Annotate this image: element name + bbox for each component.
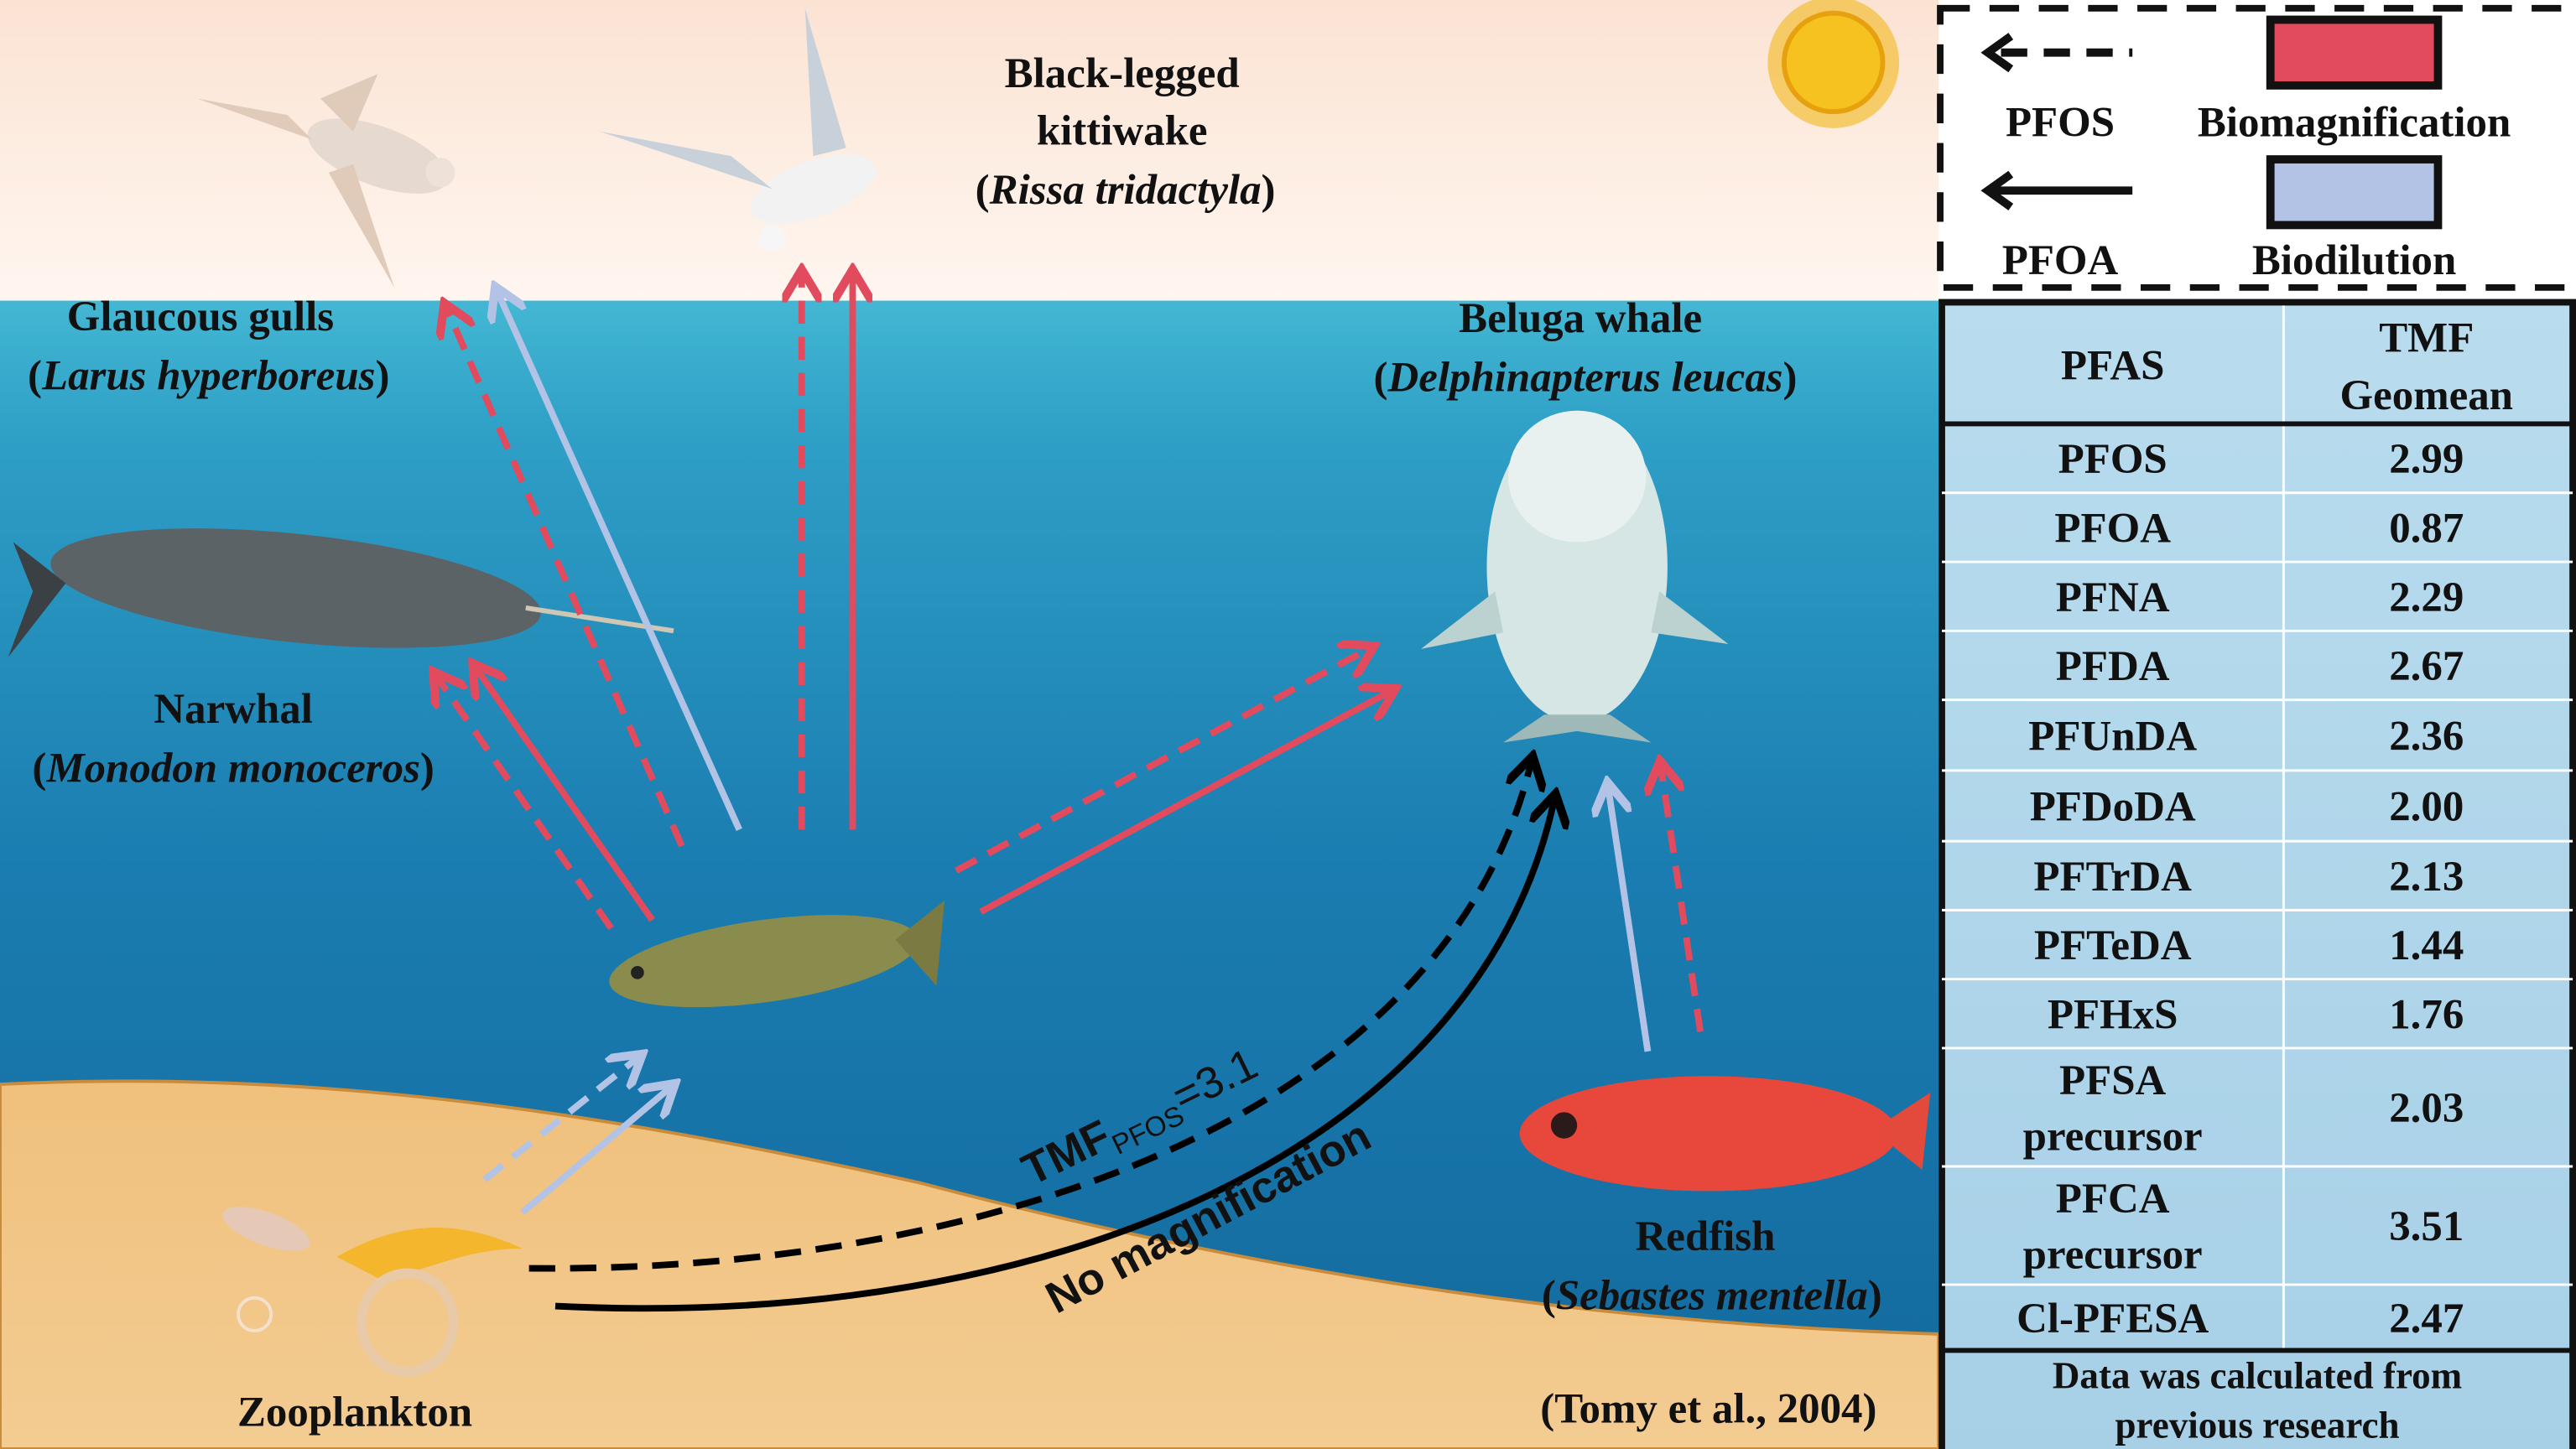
arrow-cod-to-gull-pfos [447, 309, 685, 848]
table-header-geomean: Geomean [2340, 372, 2513, 419]
beluga-name: Beluga whale [1459, 295, 1702, 342]
arrow-zoo-to-cod-pfoa [520, 1088, 670, 1215]
table-cell-pfas: Cl-PFESA [2017, 1296, 2209, 1343]
table-cell-pfas: PFSA [2059, 1057, 2167, 1104]
arrow-cod-to-beluga-pfos [955, 649, 1369, 874]
legend-biodilution-swatch [2266, 155, 2443, 230]
table-cell-pfas: precursor [2023, 1231, 2203, 1278]
gull-latin: (Larus hyperboreus) [28, 352, 389, 399]
table-footnote-line2: previous research [2115, 1404, 2400, 1446]
narwhal-name: Narwhal [154, 686, 313, 733]
seabed [0, 1079, 1941, 1449]
table-cell-tmf: 2.99 [2389, 436, 2464, 483]
narwhal-latin: (Monodon monoceros) [32, 745, 435, 792]
table-cell-tmf: 1.44 [2389, 922, 2464, 969]
table-cell-pfas: PFDoDA [2030, 784, 2196, 831]
redfish-name: Redfish [1636, 1213, 1776, 1260]
table-cell-tmf: 2.47 [2389, 1296, 2464, 1343]
table-cell-pfas: precursor [2023, 1113, 2203, 1160]
legend-pfos-label: PFOS [2006, 100, 2115, 147]
arrow-redfish-to-beluga-pfos [1661, 767, 1704, 1032]
curve-zoo-to-beluga-pfoa [554, 800, 1554, 1312]
table-cell-tmf: 1.76 [2389, 991, 2464, 1038]
cod-fish-image [609, 900, 945, 1008]
table-cell-tmf: 2.29 [2389, 574, 2464, 621]
arrow-redfish-to-beluga-pfoa [1608, 788, 1652, 1052]
table-cell-tmf: 2.36 [2389, 713, 2464, 760]
table-cell-pfas: PFOS [2058, 436, 2167, 483]
kittiwake-image [599, 8, 876, 252]
table-cell-tmf: 2.13 [2389, 854, 2464, 901]
citation: (Tomy et al., 2004) [1540, 1386, 1876, 1433]
arrow-cod-to-narwhal-pfoa [476, 668, 655, 922]
kittiwake-name-1: Black-legged [1005, 50, 1240, 97]
table-cell-pfas: PFTeDA [2034, 922, 2192, 969]
legend-pfoa-label: PFOA [2002, 237, 2119, 284]
sky [0, 0, 1939, 303]
beluga-whale-image [1421, 410, 1729, 743]
transfer-arrows [437, 276, 1704, 1312]
table-cell-pfas: PFOA [2054, 506, 2171, 553]
table-header-pfas: PFAS [2061, 343, 2165, 390]
table-cell-tmf: 2.67 [2389, 643, 2464, 690]
arrow-cod-to-gull-pfoa [497, 293, 742, 831]
kittiwake-latin: (Rissa tridactyla) [976, 167, 1276, 214]
kittiwake-name-2: kittiwake [1037, 107, 1208, 154]
legend-biomagnification-label: Biomagnification [2198, 100, 2511, 147]
arrow-cod-to-beluga-pfoa [979, 692, 1390, 915]
glaucous-gull-image [197, 74, 455, 288]
gull-name: Glaucous gulls [67, 293, 334, 340]
arrow-cod-to-narwhal-pfos [437, 677, 614, 931]
table-cell-tmf: 0.87 [2389, 506, 2464, 553]
sun-icon [1767, 0, 1900, 128]
table-cell-pfas: PFUnDA [2028, 713, 2197, 760]
redfish-latin: (Sebastes mentella) [1542, 1272, 1882, 1319]
legend-pfos-dashed-arrow-icon [1980, 33, 2133, 73]
table-cell-pfas: PFCA [2056, 1176, 2170, 1223]
redfish-image [1519, 1076, 1931, 1192]
table-cell-tmf: 2.00 [2389, 784, 2464, 831]
legend-biomagnification-swatch [2266, 15, 2443, 90]
table-cell-tmf: 3.51 [2389, 1203, 2464, 1250]
table-cell-pfas: PFNA [2056, 574, 2170, 621]
table-footnote-line1: Data was calculated from [2053, 1355, 2462, 1397]
legend-pfoa-solid-arrow-icon [1980, 170, 2133, 210]
arrow-zoo-to-cod-pfos [482, 1058, 637, 1182]
beluga-latin: (Delphinapterus leucas) [1374, 354, 1798, 401]
curve-zoo-to-beluga-pfos [528, 762, 1532, 1272]
legend: PFOS PFOA Biomagnification Biodilution [1937, 4, 2576, 291]
legend-biodilution-label: Biodilution [2252, 237, 2456, 284]
table-cell-pfas: PFTrDA [2033, 854, 2192, 901]
table-cell-pfas: PFDA [2056, 643, 2170, 690]
table-cell-tmf: 2.03 [2389, 1085, 2464, 1132]
zooplankton-image [222, 1207, 523, 1377]
zooplankton-name: Zooplankton [237, 1389, 472, 1436]
table-cell-pfas: PFHxS [2048, 991, 2178, 1038]
table-header-tmf: TMF [2379, 314, 2474, 361]
